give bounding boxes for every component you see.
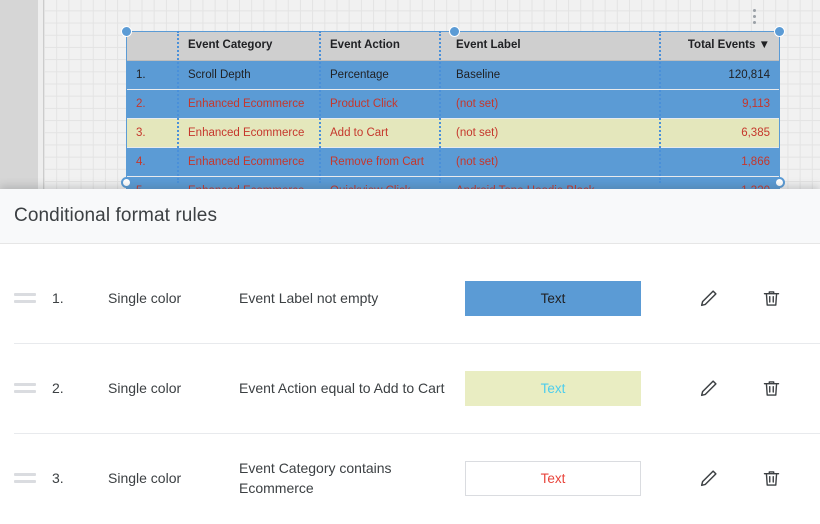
selection-handle-top-left[interactable]: [121, 26, 132, 37]
pencil-icon: [698, 467, 720, 489]
rule-row: 2. Single color Event Action equal to Add …: [0, 343, 820, 433]
rule-row: 1. Single color Event Label not empty Text: [0, 253, 820, 343]
rule-condition: Event Action equal to Add to Cart: [239, 380, 445, 396]
column-header-event-label[interactable]: Event Label: [446, 31, 660, 61]
cell-index: 2.: [126, 89, 178, 119]
trash-icon: [761, 288, 782, 309]
drag-handle-icon[interactable]: [14, 293, 40, 303]
canvas-left-margin: [38, 0, 44, 195]
table-header: Event Category Event Action Event Label …: [126, 31, 780, 61]
rule-condition: Event Label not empty: [239, 290, 379, 306]
delete-rule-button[interactable]: [758, 285, 784, 311]
trash-icon: [761, 378, 782, 399]
cell-total-events: 1,866: [660, 147, 780, 177]
rule-actions: [641, 285, 806, 311]
rule-index: 1.: [52, 290, 64, 306]
cell-index: 3.: [126, 118, 178, 148]
delete-rule-button[interactable]: [758, 375, 784, 401]
rule-color-swatch[interactable]: Text: [465, 280, 641, 316]
dialog-header: Conditional format rules: [0, 189, 820, 244]
delete-rule-button[interactable]: [758, 465, 784, 491]
edit-rule-button[interactable]: [696, 465, 722, 491]
rule-type: Single color: [108, 290, 182, 306]
column-header-total-events[interactable]: Total Events ▼: [660, 31, 780, 61]
dialog-title: Conditional format rules: [14, 205, 218, 226]
more-options-kebab-icon[interactable]: [748, 4, 760, 28]
cell-event-category: Enhanced Ecommerce: [178, 118, 320, 148]
drag-handle-icon[interactable]: [14, 473, 40, 483]
cell-total-events: 6,385: [660, 118, 780, 148]
rule-condition: Event Category contains Ecommerce: [239, 460, 392, 496]
drag-handle-icon[interactable]: [14, 383, 40, 393]
cell-event-category: Enhanced Ecommerce: [178, 89, 320, 119]
column-header-total-events-label: Total Events: [687, 39, 756, 52]
column-header-index[interactable]: [126, 31, 178, 61]
rule-type: Single color: [108, 470, 182, 486]
sort-descending-icon[interactable]: ▼: [758, 39, 770, 52]
selection-handle-bottom-right[interactable]: [774, 177, 785, 188]
rule-type: Single color: [108, 380, 182, 396]
data-table-chart[interactable]: Event Category Event Action Event Label …: [126, 31, 780, 195]
trash-icon: [761, 468, 782, 489]
rule-index: 3.: [52, 470, 64, 486]
column-header-event-category[interactable]: Event Category: [178, 31, 320, 61]
rule-index: 2.: [52, 380, 64, 396]
cell-event-action: Add to Cart: [320, 118, 446, 148]
selection-handle-top-right[interactable]: [774, 26, 785, 37]
selection-handle-top-center[interactable]: [449, 26, 460, 37]
column-header-event-action[interactable]: Event Action: [320, 31, 446, 61]
cell-event-category: Scroll Depth: [178, 60, 320, 90]
rule-actions: [641, 375, 806, 401]
cell-event-label: (not set): [446, 89, 660, 119]
edit-rule-button[interactable]: [696, 285, 722, 311]
cell-total-events: 120,814: [660, 60, 780, 90]
edit-rule-button[interactable]: [696, 375, 722, 401]
cell-event-action: Product Click: [320, 89, 446, 119]
cell-event-label: (not set): [446, 147, 660, 177]
rule-row: 3. Single color Event Category contains Ec…: [0, 433, 820, 523]
data-table: Event Category Event Action Event Label …: [126, 31, 780, 195]
cell-event-action: Percentage: [320, 60, 446, 90]
pencil-icon: [698, 287, 720, 309]
cell-total-events: 9,113: [660, 89, 780, 119]
rule-color-swatch[interactable]: Text: [465, 370, 641, 406]
selection-handle-bottom-left[interactable]: [121, 177, 132, 188]
rule-actions: [641, 465, 806, 491]
cell-event-action: Remove from Cart: [320, 147, 446, 177]
cell-index: 4.: [126, 147, 178, 177]
table-header-row: Event Category Event Action Event Label …: [126, 31, 780, 61]
cell-event-label: (not set): [446, 118, 660, 148]
cell-event-label: Baseline: [446, 60, 660, 90]
cell-event-category: Enhanced Ecommerce: [178, 147, 320, 177]
pencil-icon: [698, 377, 720, 399]
rule-color-swatch[interactable]: Text: [465, 460, 641, 496]
cell-index: 1.: [126, 60, 178, 90]
